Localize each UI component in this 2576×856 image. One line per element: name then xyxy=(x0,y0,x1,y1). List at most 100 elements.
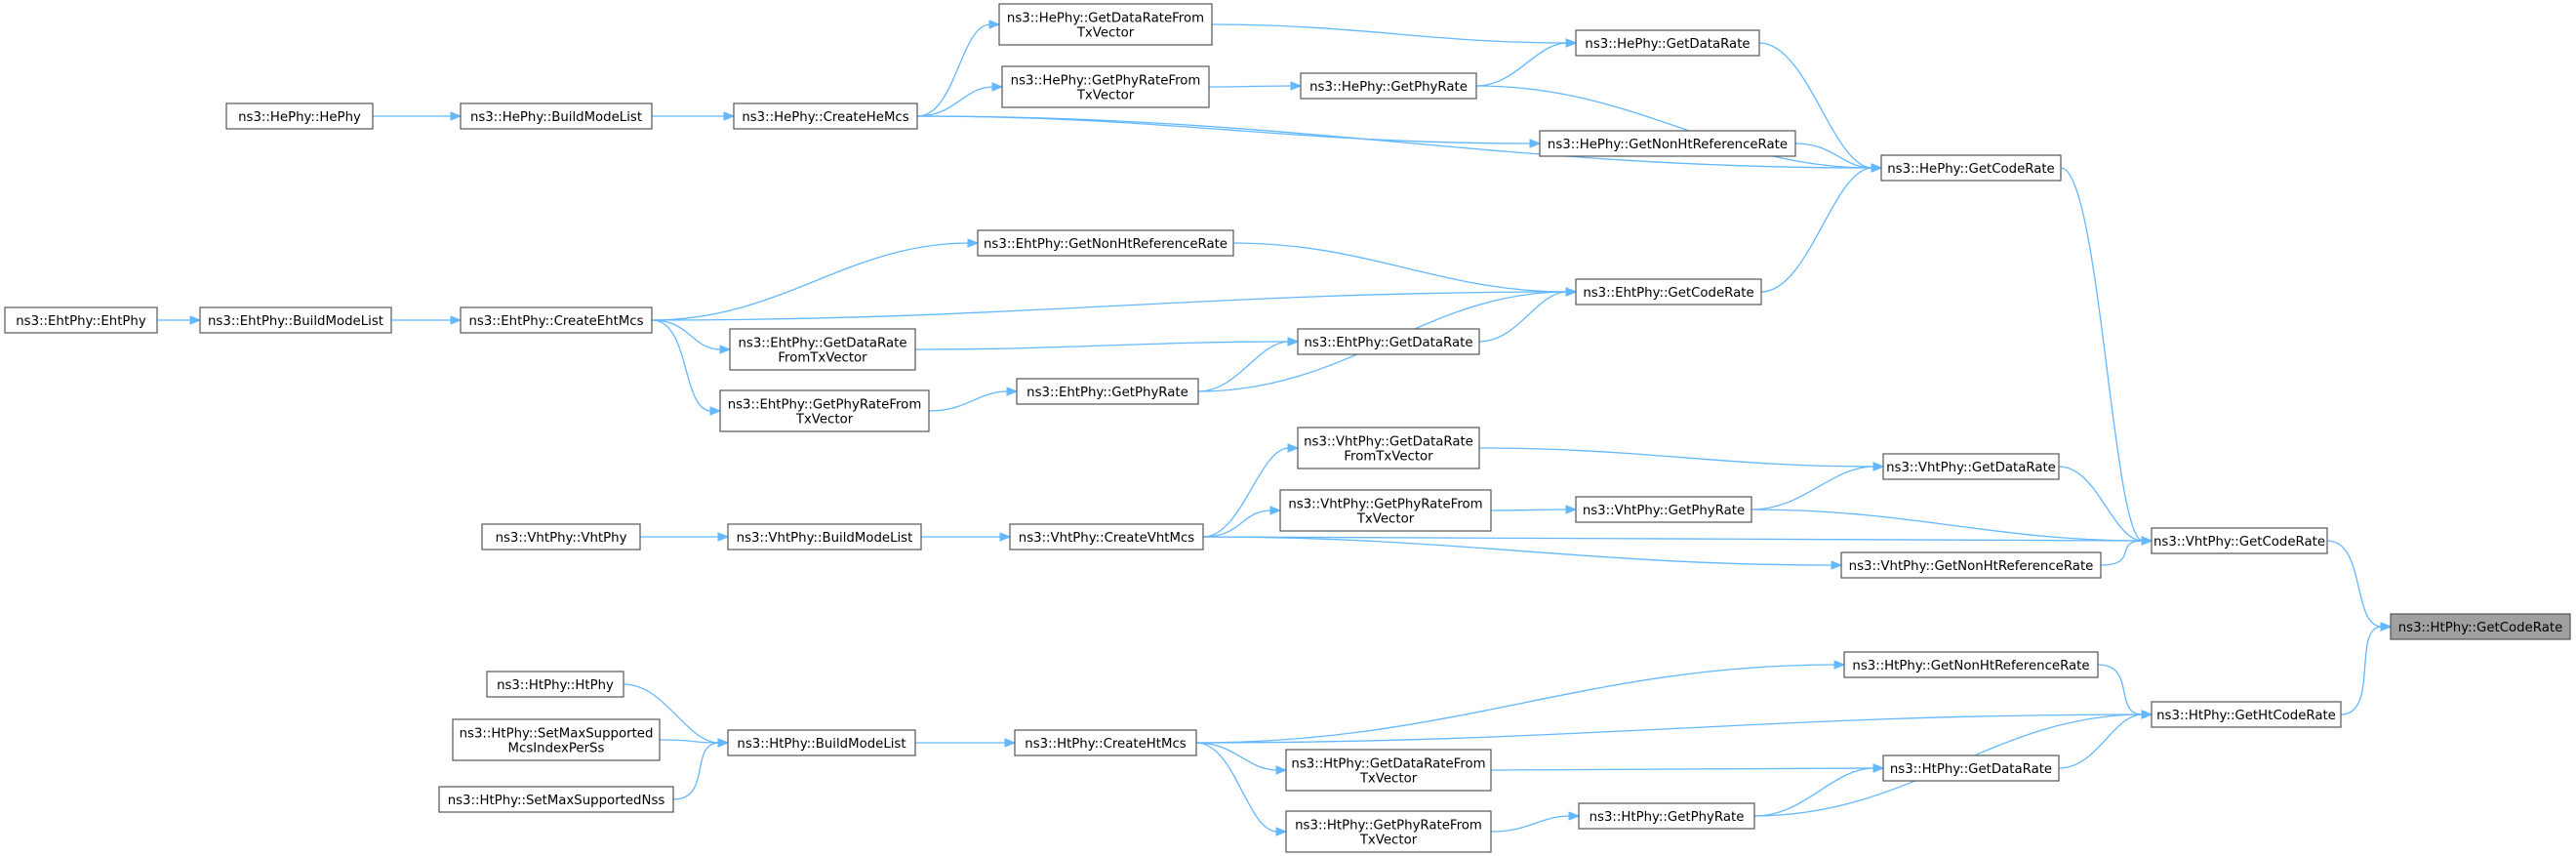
node-box xyxy=(1297,328,1480,355)
edge-vhtphy_createvhtmcs-to-vhtphy_getphyratefromtxvector xyxy=(1202,510,1272,538)
node-vhtphy_vhtphy[interactable]: ns3::VhtPhy::VhtPhy xyxy=(481,523,641,550)
node-box xyxy=(1539,130,1796,157)
edge-hephy_getdataratefromtxvector-to-hephy_getdatarate xyxy=(1211,23,1568,44)
node-htphy_htphy[interactable]: ns3::HtPhy::HtPhy xyxy=(486,671,624,698)
node-label: ns3::VhtPhy::VhtPhy xyxy=(496,531,627,546)
node-vhtphy_getcoderate[interactable]: ns3::VhtPhy::GetCodeRate xyxy=(2151,527,2328,554)
node-box xyxy=(719,389,930,432)
edge-vhtphy_createvhtmcs-to-vhtphy_getcoderate xyxy=(1202,536,2144,542)
node-label: TxVector xyxy=(1356,512,1415,527)
edge-htphy_setmaxsupportednss-to-htphy_buildmodelist xyxy=(672,742,720,800)
node-label: TxVector xyxy=(1076,26,1135,41)
node-box xyxy=(199,306,392,334)
node-label: ns3::HePhy::GetCodeRate xyxy=(1887,162,2055,177)
node-ehtphy_buildmodelist[interactable]: ns3::EhtPhy::BuildModeList xyxy=(199,306,392,334)
node-vhtphy_getnonhtreferencerate[interactable]: ns3::VhtPhy::GetNonHtReferenceRate xyxy=(1840,551,2102,579)
node-hephy_getphyrate[interactable]: ns3::HePhy::GetPhyRate xyxy=(1300,72,1477,100)
node-box xyxy=(1300,72,1477,100)
edge-arrowhead xyxy=(723,111,736,121)
node-htphy_buildmodelist[interactable]: ns3::HtPhy::BuildModeList xyxy=(727,729,916,756)
node-hephy_buildmodelist[interactable]: ns3::HePhy::BuildModeList xyxy=(460,102,653,130)
node-box xyxy=(1882,453,2060,480)
node-box xyxy=(1882,754,2060,782)
node-label: ns3::HtPhy::BuildModeList xyxy=(737,737,906,752)
node-label: TxVector xyxy=(1076,89,1135,103)
edge-arrowhead xyxy=(450,315,463,325)
node-ehtphy_getnonhtreferencerate[interactable]: ns3::EhtPhy::GetNonHtReferenceRate xyxy=(977,229,1234,257)
edge-vhtphy_getcoderate-to-htphy_getcoderate xyxy=(2326,540,2383,628)
edge-vhtphy_getphyrate-to-vhtphy_getcoderate xyxy=(1751,509,2144,542)
node-ehtphy_ehtphy[interactable]: ns3::EhtPhy::EhtPhy xyxy=(4,306,158,334)
node-vhtphy_getphyrate[interactable]: ns3::VhtPhy::GetPhyRate xyxy=(1575,496,1752,523)
node-ehtphy_getcoderate[interactable]: ns3::EhtPhy::GetCodeRate xyxy=(1575,278,1762,306)
node-hephy_getcoderate[interactable]: ns3::HePhy::GetCodeRate xyxy=(1880,154,2062,182)
node-hephy_createhemcs[interactable]: ns3::HePhy::CreateHeMcs xyxy=(733,102,918,130)
node-htphy_getphyrate[interactable]: ns3::HtPhy::GetPhyRate xyxy=(1578,802,1755,830)
edge-arrowhead xyxy=(1529,139,1542,148)
node-box xyxy=(1279,489,1492,532)
edge-arrowhead xyxy=(1290,81,1303,91)
node-htphy_setmaxsupportednss[interactable]: ns3::HtPhy::SetMaxSupportedNss xyxy=(438,786,674,813)
edge-arrowhead xyxy=(1833,660,1846,670)
node-box xyxy=(486,671,624,698)
node-label: ns3::VhtPhy::GetPhyRate xyxy=(1583,504,1745,518)
node-hephy_getdatarate[interactable]: ns3::HePhy::GetDataRate xyxy=(1575,29,1760,57)
node-vhtphy_buildmodelist[interactable]: ns3::VhtPhy::BuildModeList xyxy=(727,523,922,550)
node-vhtphy_getdatarate[interactable]: ns3::VhtPhy::GetDataRate xyxy=(1882,453,2060,480)
edge-arrowhead xyxy=(1871,163,1883,173)
edge-arrowhead xyxy=(2380,622,2393,632)
node-label: ns3::HtPhy::SetMaxSupportedNss xyxy=(448,794,665,808)
node-label: ns3::HePhy::HePhy xyxy=(238,110,361,125)
edge-hephy_getnonhtreferencerate-to-hephy_getcoderate xyxy=(1794,143,1873,169)
edge-ehtphy_createehtmcs-to-ehtphy_getnonhtreferencerate xyxy=(651,242,970,321)
node-label: ns3::HtPhy::GetPhyRate xyxy=(1590,810,1745,825)
node-hephy_getnonhtreferencerate[interactable]: ns3::HePhy::GetNonHtReferenceRate xyxy=(1539,130,1796,157)
node-box xyxy=(2151,527,2328,554)
node-label: ns3::VhtPhy::GetNonHtReferenceRate xyxy=(1849,559,2094,574)
node-htphy_getdatarate[interactable]: ns3::HtPhy::GetDataRate xyxy=(1882,754,2060,782)
node-label: ns3::EhtPhy::GetPhyRateFrom xyxy=(728,398,922,413)
node-label: ns3::HtPhy::GetHtCodeRate xyxy=(2156,709,2336,723)
edge-arrowhead xyxy=(1275,765,1288,775)
node-htphy_gethtcoderate[interactable]: ns3::HtPhy::GetHtCodeRate xyxy=(2151,701,2342,728)
node-vhtphy_createvhtmcs[interactable]: ns3::VhtPhy::CreateVhtMcs xyxy=(1009,523,1204,550)
node-box xyxy=(998,3,1213,46)
edge-ehtphy_createehtmcs-to-ehtphy_getdataratefromtxvector xyxy=(651,319,722,350)
node-ehtphy_getdatarate[interactable]: ns3::EhtPhy::GetDataRate xyxy=(1297,328,1480,355)
node-htphy_getcoderate[interactable]: ns3::HtPhy::GetCodeRate xyxy=(2390,613,2571,640)
edge-hephy_createhemcs-to-hephy_getnonhtreferencerate xyxy=(916,115,1532,144)
node-label: ns3::EhtPhy::BuildModeList xyxy=(208,314,383,329)
node-htphy_createhtmcs[interactable]: ns3::HtPhy::CreateHtMcs xyxy=(1014,729,1197,756)
edge-arrowhead xyxy=(1568,811,1581,821)
node-label: ns3::EhtPhy::GetPhyRate xyxy=(1026,386,1188,400)
edge-arrowhead xyxy=(991,82,1004,92)
node-label: ns3::EhtPhy::CreateEhtMcs xyxy=(468,314,643,329)
node-hephy_hephy[interactable]: ns3::HePhy::HePhy xyxy=(225,102,374,130)
edge-arrowhead xyxy=(717,738,730,748)
node-label: FromTxVector xyxy=(778,351,867,366)
edge-ehtphy_getcoderate-to-hephy_getcoderate xyxy=(1760,167,1873,293)
node-label: ns3::EhtPhy::GetDataRate xyxy=(1304,336,1472,350)
edge-arrowhead xyxy=(1872,462,1885,471)
node-htphy_getnonhtreferencerate[interactable]: ns3::HtPhy::GetNonHtReferenceRate xyxy=(1843,651,2099,678)
node-box xyxy=(452,718,661,761)
node-ehtphy_getphyrate[interactable]: ns3::EhtPhy::GetPhyRate xyxy=(1016,378,1199,405)
node-label: ns3::VhtPhy::GetPhyRateFrom xyxy=(1288,498,1482,512)
node-label: ns3::HtPhy::GetPhyRateFrom xyxy=(1295,819,1482,834)
node-box xyxy=(1840,551,2102,579)
node-box xyxy=(1575,29,1760,57)
node-box xyxy=(1014,729,1197,756)
node-label: ns3::VhtPhy::GetDataRate xyxy=(1886,461,2056,475)
node-box xyxy=(727,729,916,756)
node-ehtphy_createehtmcs[interactable]: ns3::EhtPhy::CreateEhtMcs xyxy=(460,306,653,334)
edge-htphy_getphyrate-to-htphy_getdatarate xyxy=(1753,767,1875,817)
